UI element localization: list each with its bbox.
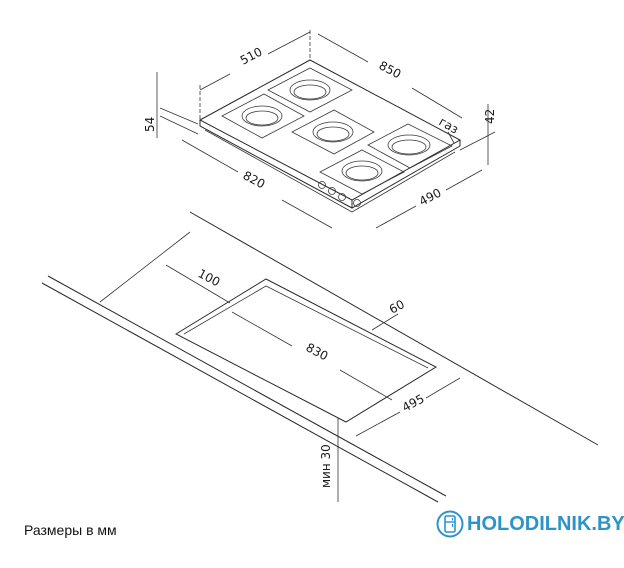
dim-width-bottom: 820 [241,168,268,191]
fridge-icon [436,510,464,538]
dim-min-clearance: мин 30 [319,444,333,488]
burner-back-center [267,67,353,113]
hob-drawing: 510 850 54 42 газ 820 490 [143,30,497,229]
hob-top-plate [198,59,462,201]
burner-front-right [367,123,453,169]
burner-center [291,109,375,155]
dim-cutout-depth: 495 [400,392,427,415]
burner-front-center [319,149,405,195]
dim-width-top: 850 [377,58,404,81]
countertop-drawing: 100 60 830 495 мин 30 [41,211,599,503]
dim-depth-top: 510 [238,45,265,68]
dim-cutout-length: 830 [304,340,331,363]
dim-height-total: 54 [143,117,157,132]
control-knobs [318,181,361,207]
dim-height-gas: 42 [483,109,497,124]
units-caption: Размеры в мм [24,522,117,538]
burner-back-left [221,93,305,139]
brand-logo[interactable]: HOLODILNIK.BY [436,510,624,538]
dim-depth-bottom: 490 [417,186,444,209]
logo-text: HOLODILNIK.BY [467,512,624,535]
cutout-outline [174,278,438,423]
dim-back-offset: 100 [196,266,223,289]
dim-side-offset: 60 [387,297,407,317]
